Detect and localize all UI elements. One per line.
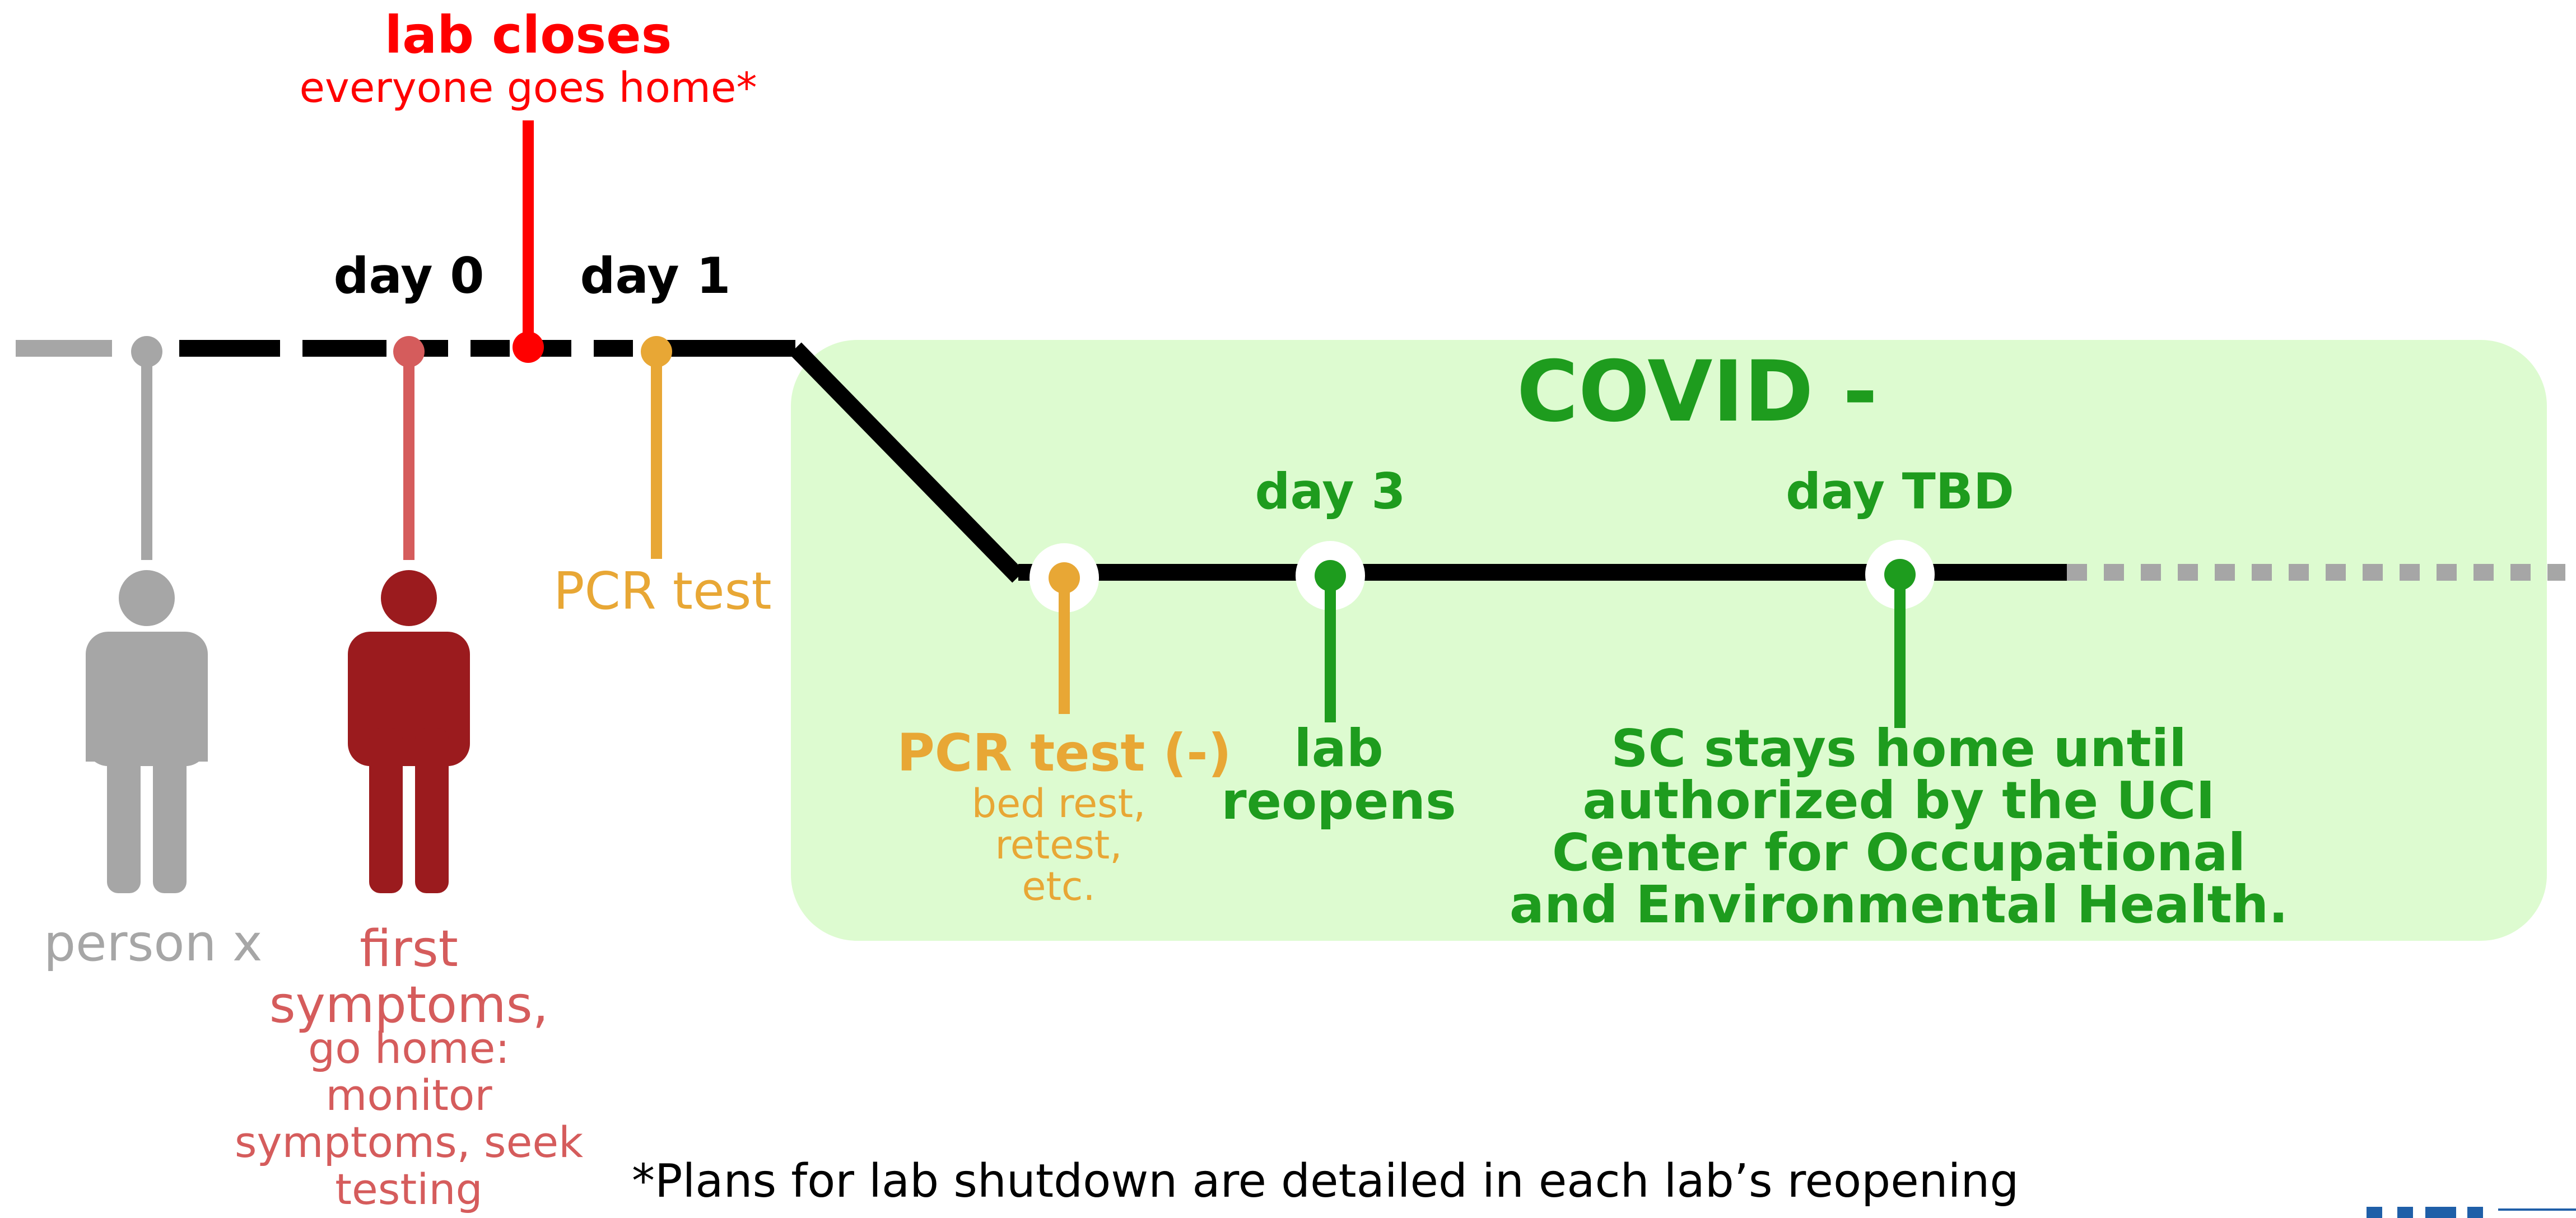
covid-negative-panel	[791, 340, 2547, 941]
day-tbd-label: day TBD	[1786, 463, 2014, 520]
pcr-negative-line1: bed rest,	[971, 781, 1146, 827]
person-icon	[348, 570, 470, 893]
pcr-negative-detail: bed rest, retest, etc.	[924, 783, 1193, 907]
first-symptoms-detail-line3: symptoms, seek	[234, 1117, 584, 1167]
pcr-negative-title: PCR test (-)	[897, 723, 1232, 783]
footnote: *Plans for lab shutdown are detailed in …	[632, 1155, 2019, 1208]
person-icon	[86, 570, 208, 893]
day-tbd-dot	[1884, 559, 1916, 590]
lab-reopens-line2: reopens	[1221, 771, 1456, 831]
first-symptoms-line2: symptoms,	[269, 976, 549, 1034]
uci-logo	[2367, 1207, 2576, 1218]
pcr-test-label: PCR test	[553, 561, 772, 621]
lab-closes-dot	[513, 332, 544, 363]
covid-negative-title: COVID -	[1516, 343, 1878, 441]
day3-label: day 3	[1255, 463, 1406, 520]
first-symptoms-line1: first	[360, 920, 458, 978]
lab-closes-title: lab closes	[384, 5, 672, 65]
first-symptoms-title: first symptoms,	[213, 921, 605, 1033]
lab-reopens-line1: lab	[1294, 718, 1384, 778]
first-symptoms-detail-line2: monitor	[325, 1070, 492, 1120]
sc-stays-home-line2: authorized by the UCI	[1582, 771, 2215, 830]
day0-label: day 0	[333, 247, 485, 305]
first-symptoms-detail-line1: go home:	[308, 1023, 510, 1073]
lab-closes-subtitle: everyone goes home*	[299, 64, 757, 112]
day1-dot	[641, 336, 672, 367]
sc-stays-home-line3: Center for Occupational	[1552, 823, 2246, 883]
person-x-label: person x	[44, 914, 263, 973]
sc-stays-home-label: SC stays home until authorized by the UC…	[1468, 722, 2330, 931]
person-x-dot	[131, 336, 162, 367]
timeline-diagonal	[789, 342, 1024, 583]
sc-stays-home-line1: SC stays home until	[1611, 718, 2187, 778]
day0-dot	[393, 336, 425, 367]
first-symptoms-detail-line4: testing	[335, 1164, 483, 1214]
pcr-negative-line2: retest,	[995, 822, 1122, 868]
day3-dot	[1315, 560, 1346, 591]
day1-label: day 1	[580, 247, 731, 305]
first-symptoms-detail: go home: monitor symptoms, seek testing	[185, 1025, 633, 1213]
pcr-negative-dot	[1049, 562, 1080, 594]
sc-stays-home-line4: and Environmental Health.	[1509, 875, 2289, 935]
pcr-negative-line3: etc.	[1022, 864, 1096, 909]
lab-reopens-label: lab reopens	[1199, 722, 1479, 828]
